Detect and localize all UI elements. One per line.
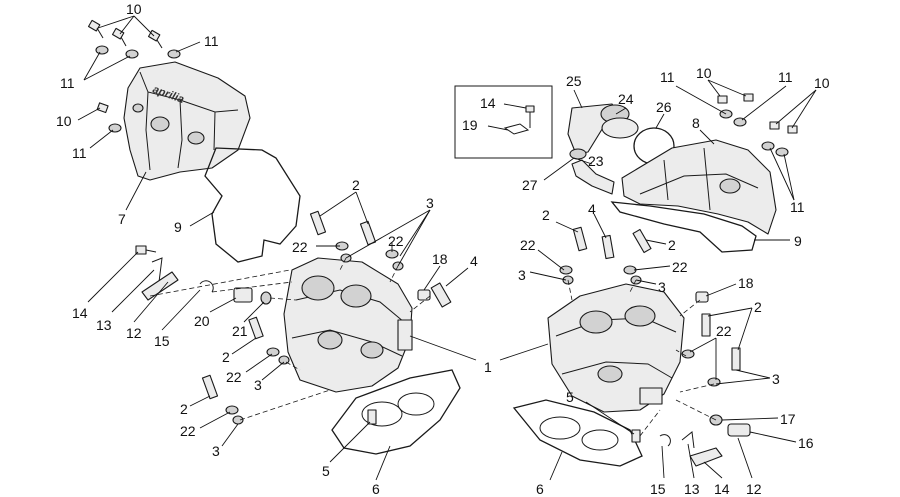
callout-16: 16 — [798, 435, 814, 451]
callout-3: 3 — [254, 377, 262, 393]
front-cylinder-head — [547, 283, 685, 413]
front-valve-cover-gasket — [610, 201, 757, 253]
front-cover-bolts — [717, 93, 798, 157]
callout-5: 5 — [566, 389, 574, 405]
callout-14: 14 — [714, 481, 730, 497]
callout-12: 12 — [126, 325, 142, 341]
callout-11: 11 — [72, 145, 87, 161]
callout-3: 3 — [212, 443, 220, 459]
callout-10: 10 — [56, 113, 72, 129]
callout-24: 24 — [618, 91, 634, 107]
callout-2: 2 — [180, 401, 188, 417]
callout-2: 2 — [352, 177, 360, 193]
rear-cover-bolts — [87, 19, 181, 133]
callout-2: 2 — [542, 207, 550, 223]
callout-25: 25 — [566, 73, 582, 89]
rear-cylinder-head — [283, 257, 413, 393]
front-head-gasket — [512, 399, 643, 467]
callout-10: 10 — [814, 75, 830, 91]
callout-14: 14 — [480, 95, 496, 111]
callout-4: 4 — [588, 201, 596, 217]
detail-box — [454, 85, 553, 159]
callout-11: 11 — [204, 33, 219, 49]
callout-21: 21 — [232, 323, 248, 339]
callout-15: 15 — [650, 481, 666, 497]
callout-22: 22 — [226, 369, 242, 385]
callout-22: 22 — [388, 233, 404, 249]
rear-head-gasket — [331, 369, 461, 455]
front-valve-cover — [621, 139, 777, 235]
rear-valve-cover-gasket — [204, 147, 301, 263]
callout-3: 3 — [518, 267, 526, 283]
callout-7: 7 — [118, 211, 126, 227]
callout-11: 11 — [60, 75, 75, 91]
callout-9: 9 — [794, 233, 802, 249]
callout-5: 5 — [322, 463, 330, 479]
rear-valve-cover: aprilia — [123, 61, 251, 181]
callout-11: 11 — [778, 69, 793, 85]
callout-22: 22 — [180, 423, 196, 439]
callout-2: 2 — [668, 237, 676, 253]
callout-10: 10 — [126, 1, 142, 17]
intake-elbow — [567, 103, 639, 195]
callout-11: 11 — [790, 199, 805, 215]
callout-14: 14 — [72, 305, 88, 321]
callout-3: 3 — [426, 195, 434, 211]
callout-19: 19 — [462, 117, 478, 133]
front-assembly-guide-lines — [567, 279, 717, 437]
callout-3: 3 — [658, 279, 666, 295]
rear-assembly-guide-lines — [149, 257, 431, 421]
callout-2: 2 — [222, 349, 230, 365]
callout-6: 6 — [536, 481, 544, 497]
rear-loose-parts — [135, 210, 452, 425]
callout-22: 22 — [716, 323, 732, 339]
callout-18: 18 — [432, 251, 448, 267]
callout-1: 1 — [484, 359, 492, 375]
callout-2: 2 — [754, 299, 762, 315]
callout-11: 11 — [660, 69, 675, 85]
callout-9: 9 — [174, 219, 182, 235]
callout-3: 3 — [772, 371, 780, 387]
callout-10: 10 — [696, 65, 712, 81]
callout-labels: 10 11 11 10 11 7 9 2 3 22 22 18 4 14 13 … — [56, 1, 830, 497]
callout-22: 22 — [672, 259, 688, 275]
callout-26: 26 — [656, 99, 672, 115]
callout-13: 13 — [684, 481, 700, 497]
callout-leaders — [77, 15, 817, 481]
callout-22: 22 — [520, 237, 536, 253]
callout-18: 18 — [738, 275, 754, 291]
callout-20: 20 — [194, 313, 210, 329]
callout-13: 13 — [96, 317, 112, 333]
callout-17: 17 — [780, 411, 796, 427]
callout-4: 4 — [470, 253, 478, 269]
callout-6: 6 — [372, 481, 380, 497]
front-loose-parts — [559, 226, 751, 467]
callout-22: 22 — [292, 239, 308, 255]
callout-8: 8 — [692, 115, 700, 131]
callout-15: 15 — [154, 333, 170, 349]
callout-12: 12 — [746, 481, 762, 497]
callout-27: 27 — [522, 177, 538, 193]
callout-23: 23 — [588, 153, 604, 169]
